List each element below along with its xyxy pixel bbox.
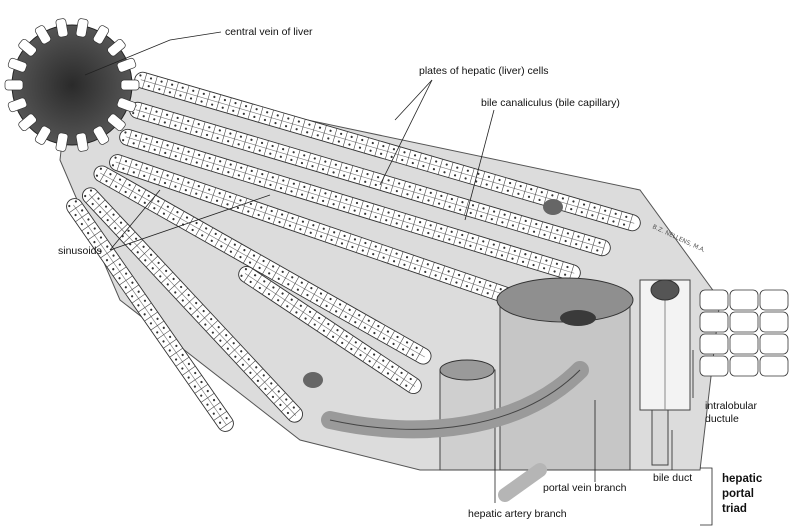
hepatic-artery-label: hepatic artery branch bbox=[468, 508, 567, 520]
sinusoids-label: sinusoids bbox=[58, 245, 102, 257]
portal-vein-label: portal vein branch bbox=[543, 482, 627, 494]
bile-canaliculus-label: bile canaliculus (bile capillary) bbox=[481, 97, 620, 109]
sinusoid-vessel-small bbox=[543, 199, 563, 215]
intralobular-label-line1: intralobular bbox=[705, 400, 757, 412]
plates-label: plates of hepatic (liver) cells bbox=[419, 65, 549, 77]
bile-duct-vessel bbox=[652, 401, 668, 465]
central-vein-label: central vein of liver bbox=[225, 26, 313, 38]
triad-label-line2: portal bbox=[722, 488, 754, 500]
bile-duct-label: bile duct bbox=[653, 472, 692, 484]
triad-label-line3: triad bbox=[722, 503, 747, 515]
bile-ductule-column bbox=[640, 280, 690, 410]
intralobular-label-line2: ductule bbox=[705, 413, 739, 425]
triad-label-line1: hepatic bbox=[722, 473, 763, 485]
sinusoid-vessel-small bbox=[303, 372, 323, 388]
hepatic-artery-stub bbox=[505, 470, 540, 495]
